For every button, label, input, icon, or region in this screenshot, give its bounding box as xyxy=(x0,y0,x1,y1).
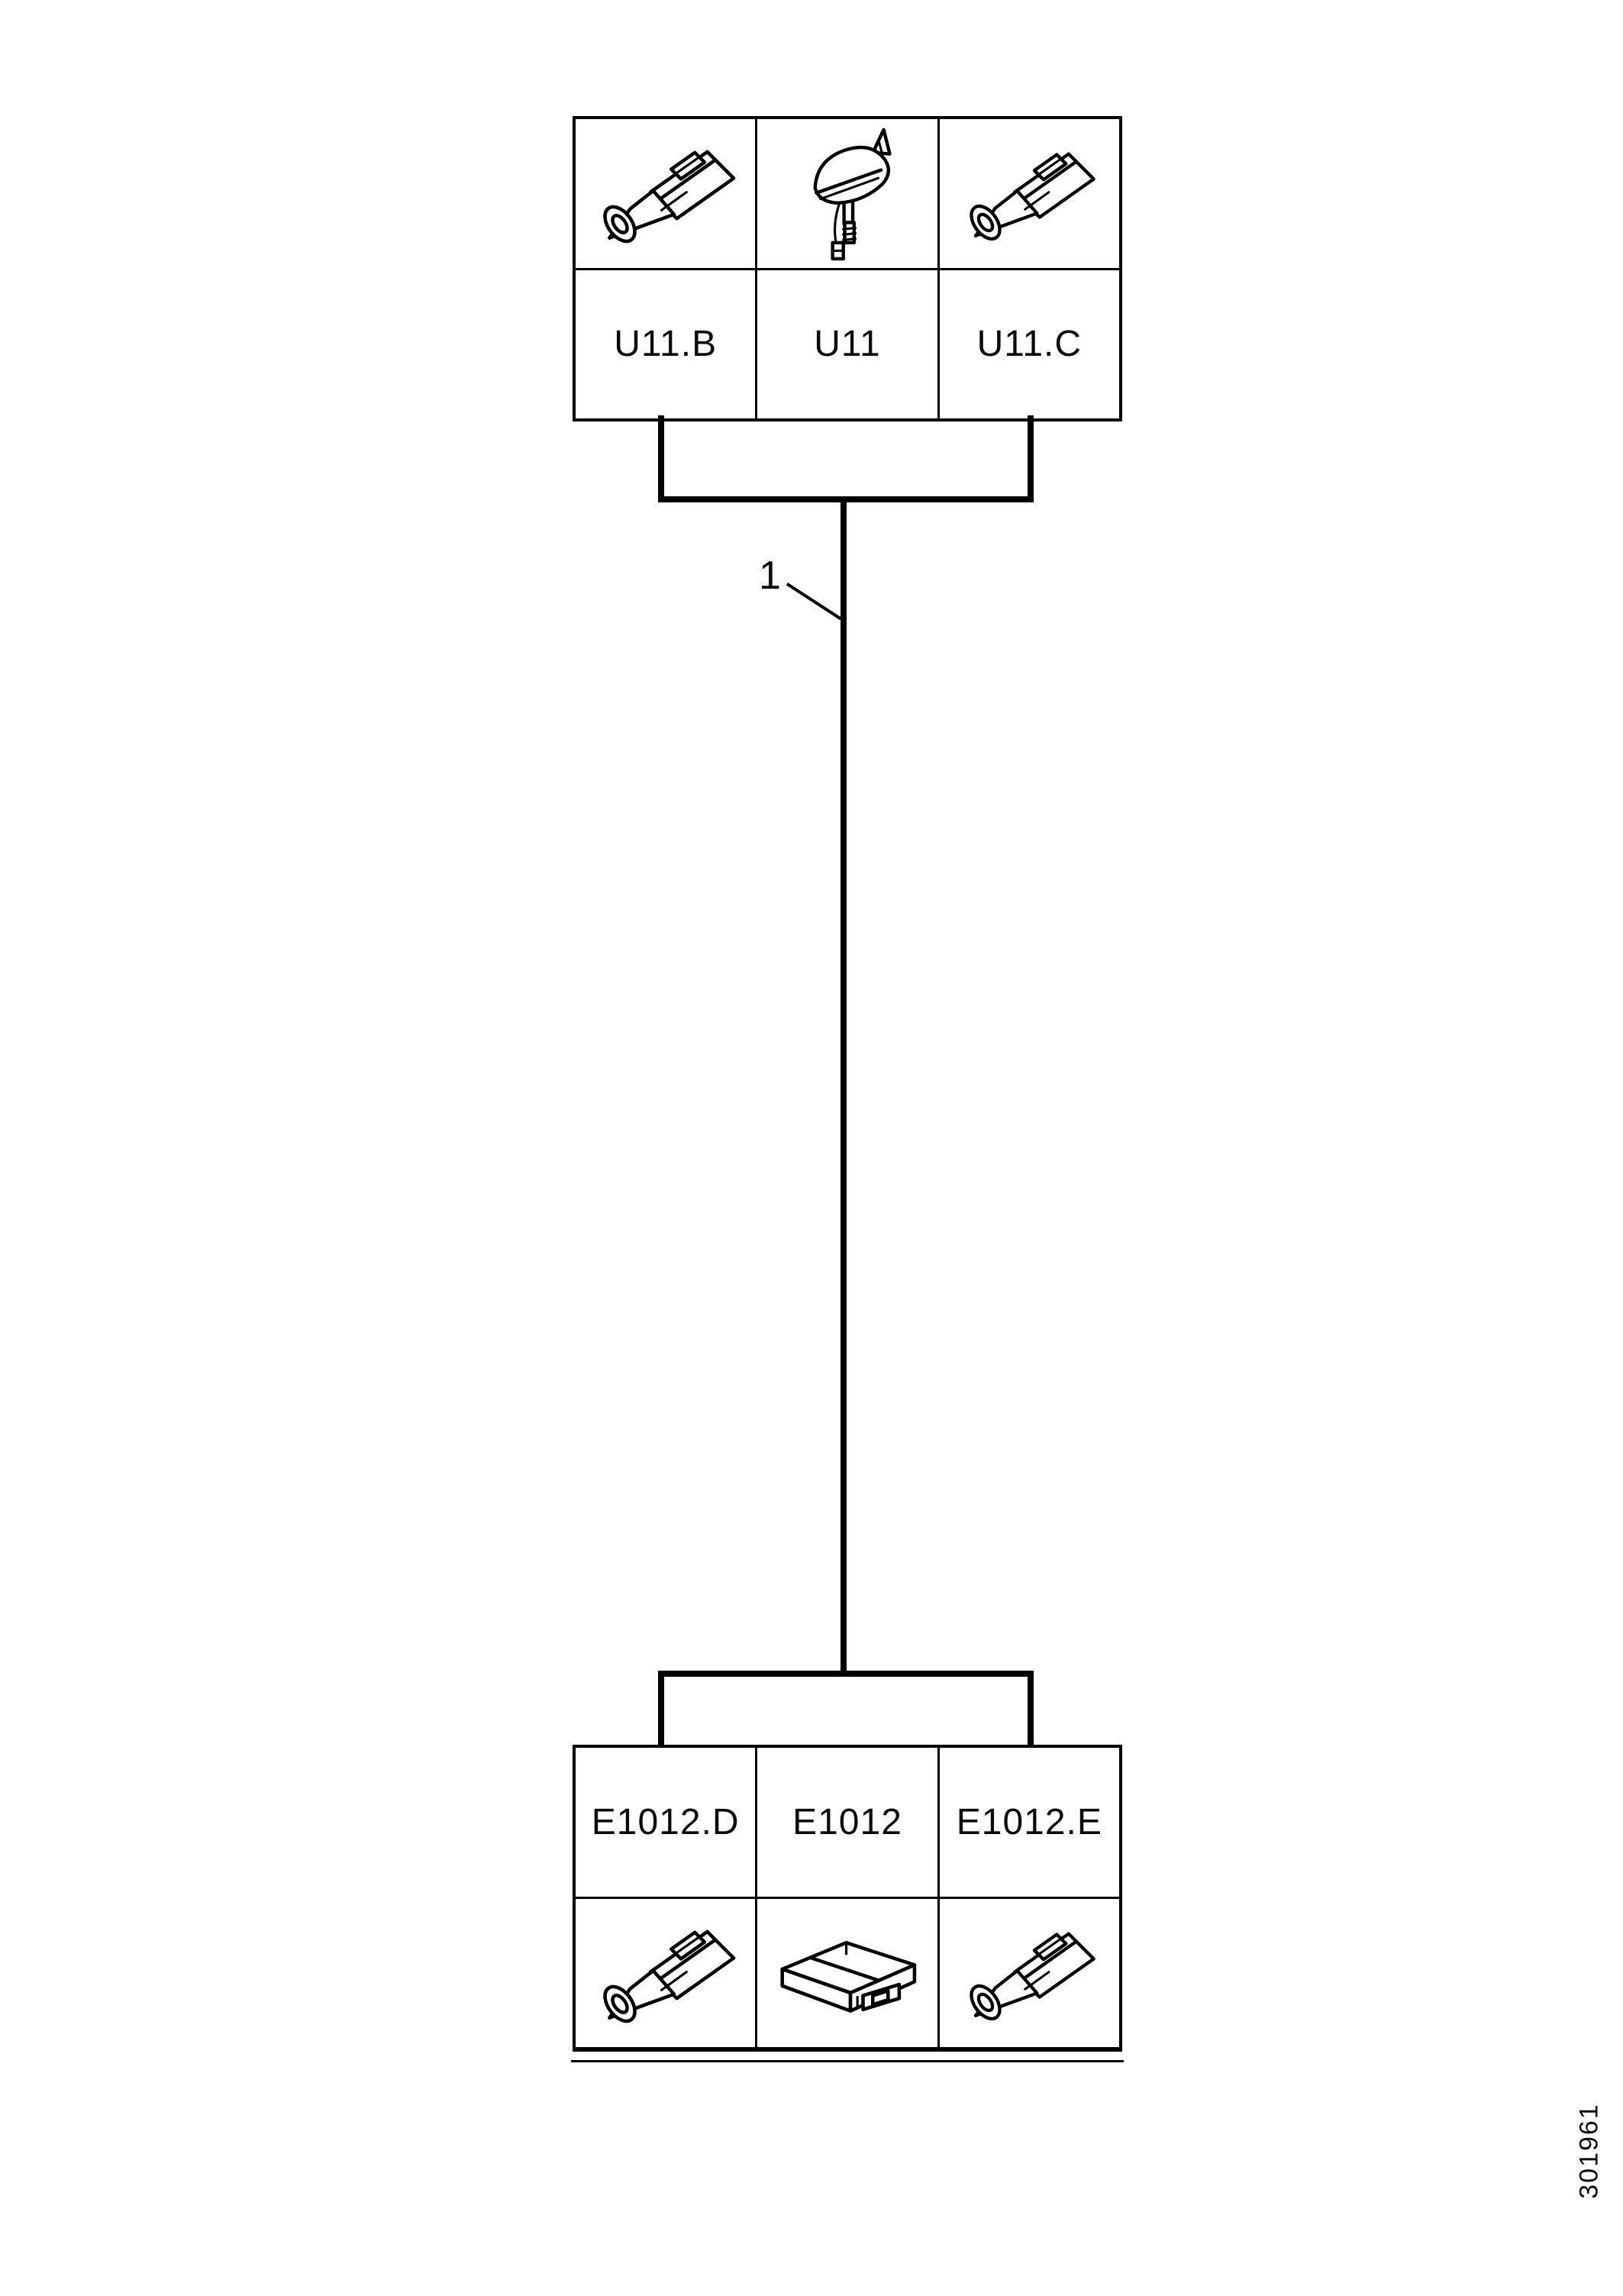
connector-label: E1012 xyxy=(792,1801,902,1842)
harness-branch-right-bottom xyxy=(1028,1671,1034,1749)
cell-u11c-label: U11.C xyxy=(939,270,1119,418)
cell-u11c-image xyxy=(939,119,1119,268)
fakra-connector-icon xyxy=(602,150,736,244)
cell-u11b-label: U11.B xyxy=(576,270,756,418)
cell-e1012-label: E1012 xyxy=(757,1748,937,1897)
harness-branch-left-top xyxy=(658,415,664,502)
wire-callout-leader-line xyxy=(786,583,842,621)
cell-e1012e-label: E1012.E xyxy=(939,1748,1119,1897)
connector-table-bottom: E1012.D E1012 E1012.E xyxy=(573,1745,1122,2052)
roof-antenna-icon xyxy=(813,128,892,260)
connector-label: U11 xyxy=(814,324,881,365)
fakra-connector-icon xyxy=(602,1929,736,2023)
fakra-connector-icon xyxy=(970,152,1096,241)
connector-label: E1012.D xyxy=(591,1801,740,1842)
cell-e1012e-image xyxy=(939,1898,1119,2047)
connector-table-top: U11.B U11 U11.C xyxy=(573,116,1122,421)
connector-label: U11.C xyxy=(976,324,1083,365)
harness-branch-right-top xyxy=(1028,415,1034,502)
document-number: 301961 xyxy=(1574,2103,1604,2199)
table-underline-rule xyxy=(571,2060,1124,2062)
cell-e1012d-label: E1012.D xyxy=(576,1748,756,1897)
cell-u11-label: U11 xyxy=(757,270,937,418)
cell-e1012-image xyxy=(757,1898,937,2047)
control-module-icon xyxy=(780,1941,917,2013)
fakra-connector-icon xyxy=(970,1932,1096,2020)
connector-label: U11.B xyxy=(614,324,718,365)
cell-u11-image xyxy=(757,119,937,268)
cell-u11b-image xyxy=(576,119,756,268)
harness-trunk-wire xyxy=(841,496,847,1677)
harness-branch-left-bottom xyxy=(658,1671,664,1749)
connector-label: E1012.E xyxy=(956,1801,1102,1842)
wire-callout-label: 1 xyxy=(759,554,781,598)
cell-e1012d-image xyxy=(576,1898,756,2047)
harness-bracket-bottom xyxy=(658,1671,1034,1677)
